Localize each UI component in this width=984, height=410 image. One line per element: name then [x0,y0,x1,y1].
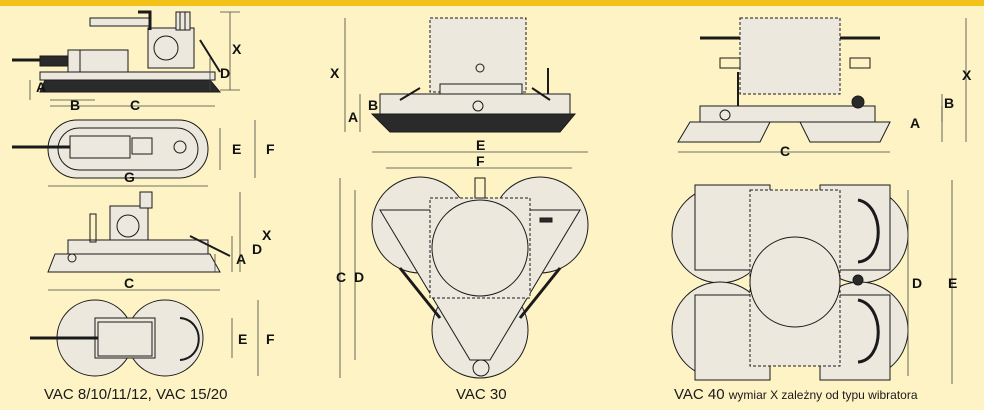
dim-label-c: C [336,269,346,285]
dim-label-d: D [912,275,922,291]
vac-8-side-view [12,10,222,93]
top-color-strip [0,0,984,6]
dim-label-b: B [70,97,80,113]
vac-40-top-view [671,184,909,381]
dim-label-c: C [130,97,140,113]
dim-label-c: C [780,143,790,159]
dim-label-a: A [910,115,920,131]
vac-30-side-view [370,17,577,133]
dim-label-x: X [330,65,340,81]
dim-label-b: B [368,97,378,113]
dim-label-f: F [476,153,485,169]
vac-30-top-view [371,176,589,379]
vac-8-top-view [12,119,209,179]
caption-vac-40-note: wymiar X zależny od typu wibratora [728,388,918,402]
dim-label-e: E [238,331,247,347]
dim-label-e: E [948,275,957,291]
vac-40-side-view [677,17,891,143]
vac-15-side-view [47,191,231,273]
dim-label-x: X [262,227,272,243]
dim-label-e: E [232,141,241,157]
dimension-lines [29,11,967,384]
dim-label-d: D [354,269,364,285]
dim-label-f: F [266,141,275,157]
dim-label-g: G [124,169,135,185]
dim-label-x: X [962,67,972,83]
dim-label-x: X [232,41,242,57]
caption-vac-40-title: VAC 40 [674,386,725,403]
dim-label-c: C [124,275,134,291]
caption-vac-40: VAC 40 wymiar X zależny od typu wibrator… [674,386,918,403]
dim-label-a: A [236,251,246,267]
vac-15-top-view [30,299,204,377]
dim-label-a: A [348,109,358,125]
dim-label-e: E [476,137,485,153]
caption-vac-30: VAC 30 [456,386,507,403]
dim-label-a: A [36,79,46,95]
dim-label-f: F [266,331,275,347]
dim-label-d: D [220,65,230,81]
dimension-labels: X D A B C E F G X D A C E F X B A E F C … [36,41,972,347]
caption-vac-8-15: VAC 8/10/11/12, VAC 15/20 [44,386,228,403]
dim-label-d: D [252,241,262,257]
dim-label-b: B [944,95,954,111]
